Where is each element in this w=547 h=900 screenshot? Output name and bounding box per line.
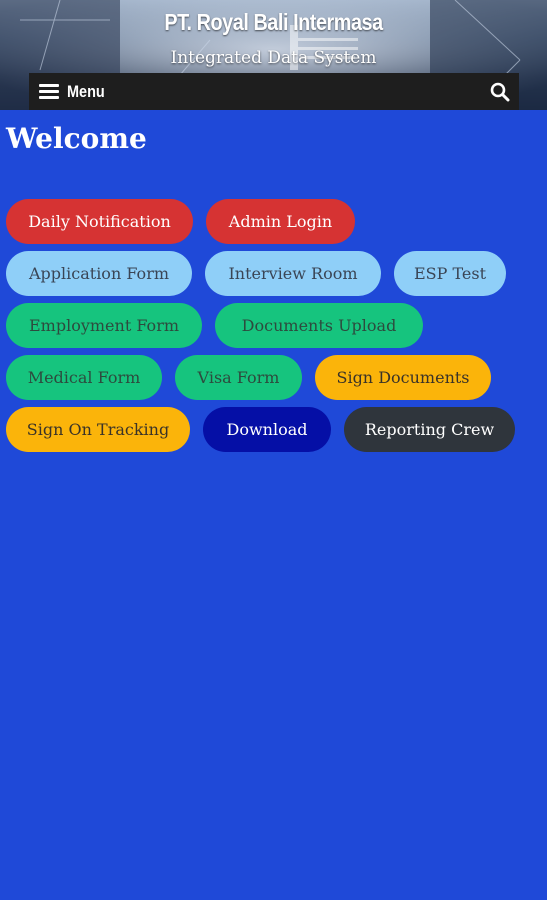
button-row: Sign On Tracking Download Reporting Crew <box>6 407 541 452</box>
employment-form-button[interactable]: Employment Form <box>6 303 202 348</box>
page-title: Welcome <box>6 122 147 155</box>
sign-documents-button[interactable]: Sign Documents <box>315 355 491 400</box>
documents-upload-button[interactable]: Documents Upload <box>215 303 423 348</box>
site-title: PT. Royal Bali Intermasa <box>164 9 383 35</box>
menu-button[interactable]: Menu <box>39 82 111 102</box>
site-header: PT. Royal Bali Intermasa Integrated Data… <box>0 0 547 110</box>
button-row: Application Form Interview Room ESP Test <box>6 251 541 296</box>
medical-form-button[interactable]: Medical Form <box>6 355 162 400</box>
button-row: Medical Form Visa Form Sign Documents <box>6 355 541 400</box>
application-form-button[interactable]: Application Form <box>6 251 192 296</box>
menu-label: Menu <box>67 81 105 101</box>
sign-on-tracking-button[interactable]: Sign On Tracking <box>6 407 190 452</box>
interview-room-button[interactable]: Interview Room <box>205 251 381 296</box>
daily-notification-button[interactable]: Daily Notification <box>6 199 193 244</box>
main-navbar: Menu <box>29 73 519 110</box>
button-row: Employment Form Documents Upload <box>6 303 541 348</box>
admin-login-button[interactable]: Admin Login <box>206 199 355 244</box>
search-icon[interactable] <box>489 81 511 103</box>
navigation-buttons: Daily Notification Admin Login Applicati… <box>6 199 541 459</box>
esp-test-button[interactable]: ESP Test <box>394 251 506 296</box>
site-subtitle: Integrated Data System <box>170 48 377 68</box>
hamburger-icon <box>39 84 59 99</box>
visa-form-button[interactable]: Visa Form <box>175 355 302 400</box>
button-row: Daily Notification Admin Login <box>6 199 541 244</box>
download-button[interactable]: Download <box>203 407 331 452</box>
reporting-crew-button[interactable]: Reporting Crew <box>344 407 515 452</box>
